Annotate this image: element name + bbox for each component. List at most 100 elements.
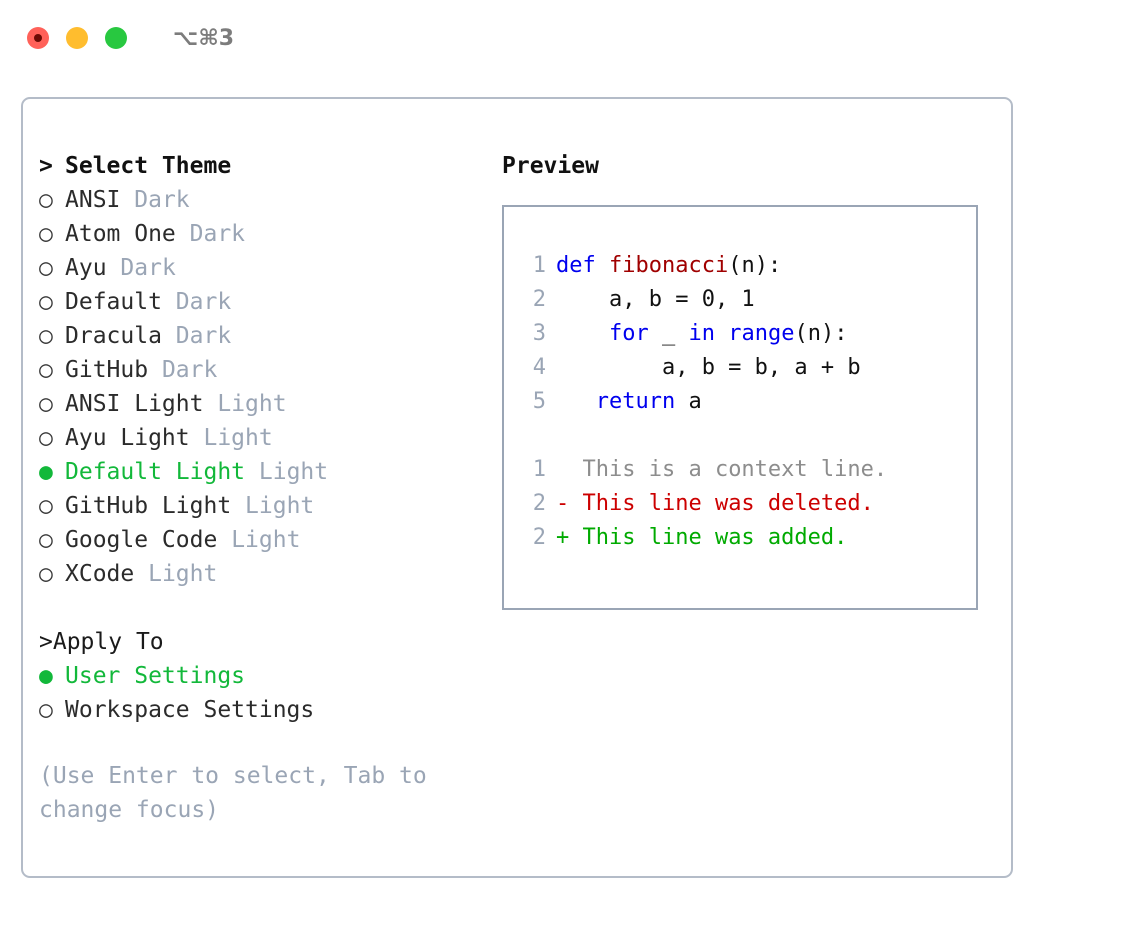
apply-to-header-label: Apply To <box>52 629 164 655</box>
code-token: (n): <box>728 253 782 278</box>
code-token <box>556 389 596 414</box>
diff-sample: 1 This is a context line.2- This line wa… <box>518 453 976 555</box>
radio-unselected-icon: ○ <box>39 697 53 723</box>
caret-icon: > <box>39 153 53 179</box>
theme-item-name: Dracula <box>65 323 162 349</box>
code-diff-spacer <box>518 419 976 453</box>
diff-text: This line was deleted. <box>569 491 874 516</box>
theme-item-atom-one[interactable]: ○Atom One Dark <box>39 217 479 251</box>
diff-line: 2+ This line was added. <box>518 521 976 555</box>
code-token: _ <box>648 321 689 346</box>
theme-item-category: Light <box>217 391 287 417</box>
theme-item-google-code[interactable]: ○ Google Code Light <box>39 523 479 557</box>
diff-marker: + <box>556 525 570 550</box>
radio-unselected-icon: ○ <box>39 357 53 383</box>
preview-title: Preview <box>502 153 599 179</box>
line-number: 2 <box>532 287 546 312</box>
select-theme-header: >Select Theme <box>39 149 479 183</box>
theme-item-category: Light <box>203 425 273 451</box>
radio-unselected-icon: ○ <box>39 221 53 247</box>
code-token: def <box>556 253 609 278</box>
theme-item-dracula[interactable]: ○ Dracula Dark <box>39 319 479 353</box>
apply-to-list: ● User Settings ○ Workspace Settings <box>39 659 479 727</box>
maximize-button[interactable] <box>105 27 127 49</box>
code-token: for <box>608 321 649 346</box>
code-token: a <box>675 389 702 414</box>
title-bar: ⌥⌘3 <box>0 0 1140 76</box>
radio-unselected-icon: ○ <box>39 255 53 281</box>
theme-item-category: Dark <box>161 357 218 383</box>
code-line: 5 return a <box>518 385 976 419</box>
apply-to-item-name: Workspace Settings <box>65 697 315 723</box>
theme-item-name: Default <box>65 289 162 315</box>
apply-to-item-name: User Settings <box>65 663 246 689</box>
theme-item-ansi[interactable]: ○ANSI Dark <box>39 183 479 217</box>
code-token: fibonacci <box>608 253 729 278</box>
keyboard-hint: (Use Enter to select, Tab to change focu… <box>39 763 427 823</box>
radio-unselected-icon: ○ <box>39 527 53 553</box>
apply-to-header: >Apply To <box>39 625 479 659</box>
theme-item-name: ANSI Light <box>65 391 204 417</box>
diff-text: This is a context line. <box>569 457 888 482</box>
code-line: 1 def fibonacci(n): <box>518 249 976 283</box>
code-line: 2 a, b = 0, 1 <box>518 283 976 317</box>
theme-item-default[interactable]: ○Default Dark <box>39 285 479 319</box>
radio-unselected-icon: ○ <box>39 493 53 519</box>
radio-unselected-icon: ○ <box>39 289 53 315</box>
line-number: 1 <box>532 457 546 482</box>
apply-to-item-user-settings[interactable]: ● User Settings <box>39 659 479 693</box>
theme-item-category: Light <box>258 459 329 485</box>
radio-unselected-icon: ○ <box>39 323 53 349</box>
line-number: 3 <box>532 321 546 346</box>
close-button[interactable] <box>27 27 49 49</box>
theme-item-ayu-light[interactable]: ○Ayu Light Light <box>39 421 479 455</box>
code-token <box>556 321 609 346</box>
code-token: a, b = 0, 1 <box>556 287 755 312</box>
theme-item-name: Ayu <box>65 255 107 281</box>
theme-item-github[interactable]: ○ GitHub Dark <box>39 353 479 387</box>
diff-marker: - <box>556 491 570 516</box>
line-number: 2 <box>532 525 546 550</box>
theme-item-github-light[interactable]: ○ GitHub Light Light <box>39 489 479 523</box>
radio-selected-icon: ● <box>39 663 53 689</box>
code-token: return <box>595 389 676 414</box>
theme-item-name: Default Light <box>65 459 246 485</box>
theme-item-xcode[interactable]: ○XCode Light <box>39 557 479 591</box>
code-token: in <box>688 321 729 346</box>
theme-item-name: GitHub <box>65 357 149 383</box>
theme-item-category: Dark <box>175 323 232 349</box>
theme-item-name: Ayu Light <box>65 425 190 451</box>
theme-item-category: Light <box>245 493 315 519</box>
radio-unselected-icon: ○ <box>39 391 53 417</box>
theme-item-ansi-light[interactable]: ○ ANSI Light Light <box>39 387 479 421</box>
theme-picker-column: >Select Theme ○ANSI Dark○Atom One Dark○A… <box>39 149 479 727</box>
diff-line: 1 This is a context line. <box>518 453 976 487</box>
theme-item-category: Dark <box>120 255 176 281</box>
theme-list: ○ANSI Dark○Atom One Dark○Ayu Dark○Defaul… <box>39 183 479 591</box>
minimize-button[interactable] <box>66 27 88 49</box>
theme-item-default-light[interactable]: ● Default Light Light <box>39 455 479 489</box>
theme-item-ayu[interactable]: ○ Ayu Dark <box>39 251 479 285</box>
theme-item-name: XCode <box>65 561 135 587</box>
line-number: 4 <box>532 355 546 380</box>
theme-item-category: Light <box>231 527 301 553</box>
radio-selected-icon: ● <box>39 459 53 485</box>
code-line: 4 a, b = b, a + b <box>518 351 976 385</box>
diff-marker <box>556 457 569 482</box>
theme-item-name: Google Code <box>65 527 218 553</box>
theme-item-name: Atom One <box>65 221 176 247</box>
line-number: 1 <box>532 253 546 278</box>
code-line: 3 for _ in range(n): <box>518 317 976 351</box>
caret-placeholder-icon: > <box>39 629 53 655</box>
main-panel: >Select Theme ○ANSI Dark○Atom One Dark○A… <box>21 97 1013 878</box>
diff-line: 2- This line was deleted. <box>518 487 976 521</box>
code-token: (n): <box>794 321 848 346</box>
apply-to-item-workspace-settings[interactable]: ○ Workspace Settings <box>39 693 479 727</box>
theme-item-name: GitHub Light <box>65 493 232 519</box>
radio-unselected-icon: ○ <box>39 187 53 213</box>
code-token: a, b = b, a + b <box>556 355 861 380</box>
